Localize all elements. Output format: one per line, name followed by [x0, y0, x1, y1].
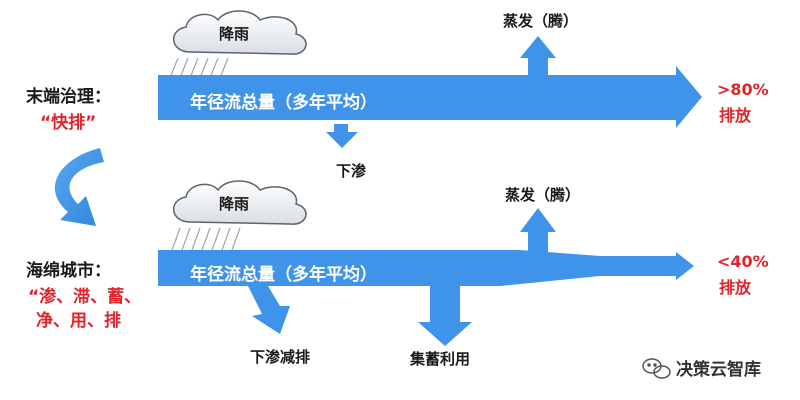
bottom-strategy-line1: “渗、滞、蓄、: [28, 287, 142, 307]
bottom-flow-label: 年径流总量（多年平均）: [190, 265, 377, 285]
top-discharge-label: 排放: [719, 106, 752, 125]
top-infiltration-label: 下渗: [336, 162, 367, 180]
top-discharge-percent: >80%: [717, 80, 769, 99]
bottom-discharge-label: 排放: [719, 278, 752, 297]
top-main-flow-arrow: [158, 66, 702, 128]
top-infiltration-arrow: [326, 124, 358, 148]
top-strategy-title: 末端治理：: [26, 87, 111, 107]
transition-arrow: [54, 148, 104, 226]
top-flow-label: 年径流总量（多年平均）: [190, 93, 377, 113]
top-flow: [158, 10, 702, 148]
top-rain: [169, 57, 229, 79]
bottom-main-flow-arrow: [158, 250, 694, 286]
bottom-storage-label: 集蓄利用: [410, 350, 471, 368]
bottom-storage-arrow: [418, 286, 472, 346]
bottom-flow: [158, 180, 694, 346]
bottom-discharge-percent: <40%: [717, 252, 769, 271]
bottom-infiltration-label: 下渗减排: [250, 348, 311, 366]
watermark-text: 决策云智库: [676, 360, 761, 380]
bottom-strategy-line2: 净、用、排: [36, 311, 121, 331]
top-cloud-icon: [173, 10, 307, 55]
bottom-infiltration-arrow: [248, 286, 290, 334]
top-evaporation-label: 蒸发（腾）: [503, 12, 579, 30]
top-cloud-label: 降雨: [219, 25, 250, 43]
bottom-rain: [171, 227, 241, 251]
watermark-icon: [642, 358, 671, 379]
bottom-strategy-title: 海绵城市：: [26, 261, 111, 281]
bottom-cloud-label: 降雨: [219, 195, 250, 213]
bottom-cloud-icon: [173, 180, 307, 225]
top-strategy-method: “快排”: [40, 113, 97, 133]
bottom-evaporation-label: 蒸发（腾）: [505, 186, 581, 204]
